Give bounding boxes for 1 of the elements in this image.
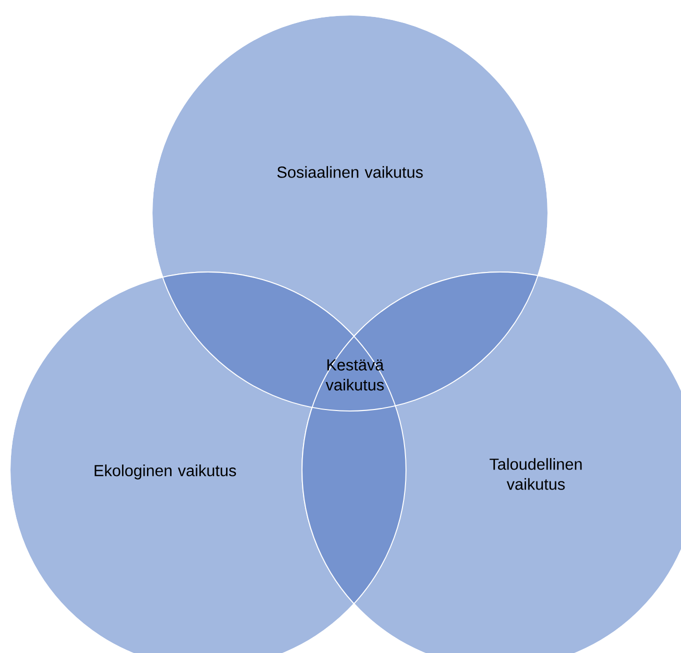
node-label: Taloudellinen vaikutus — [490, 458, 582, 490]
